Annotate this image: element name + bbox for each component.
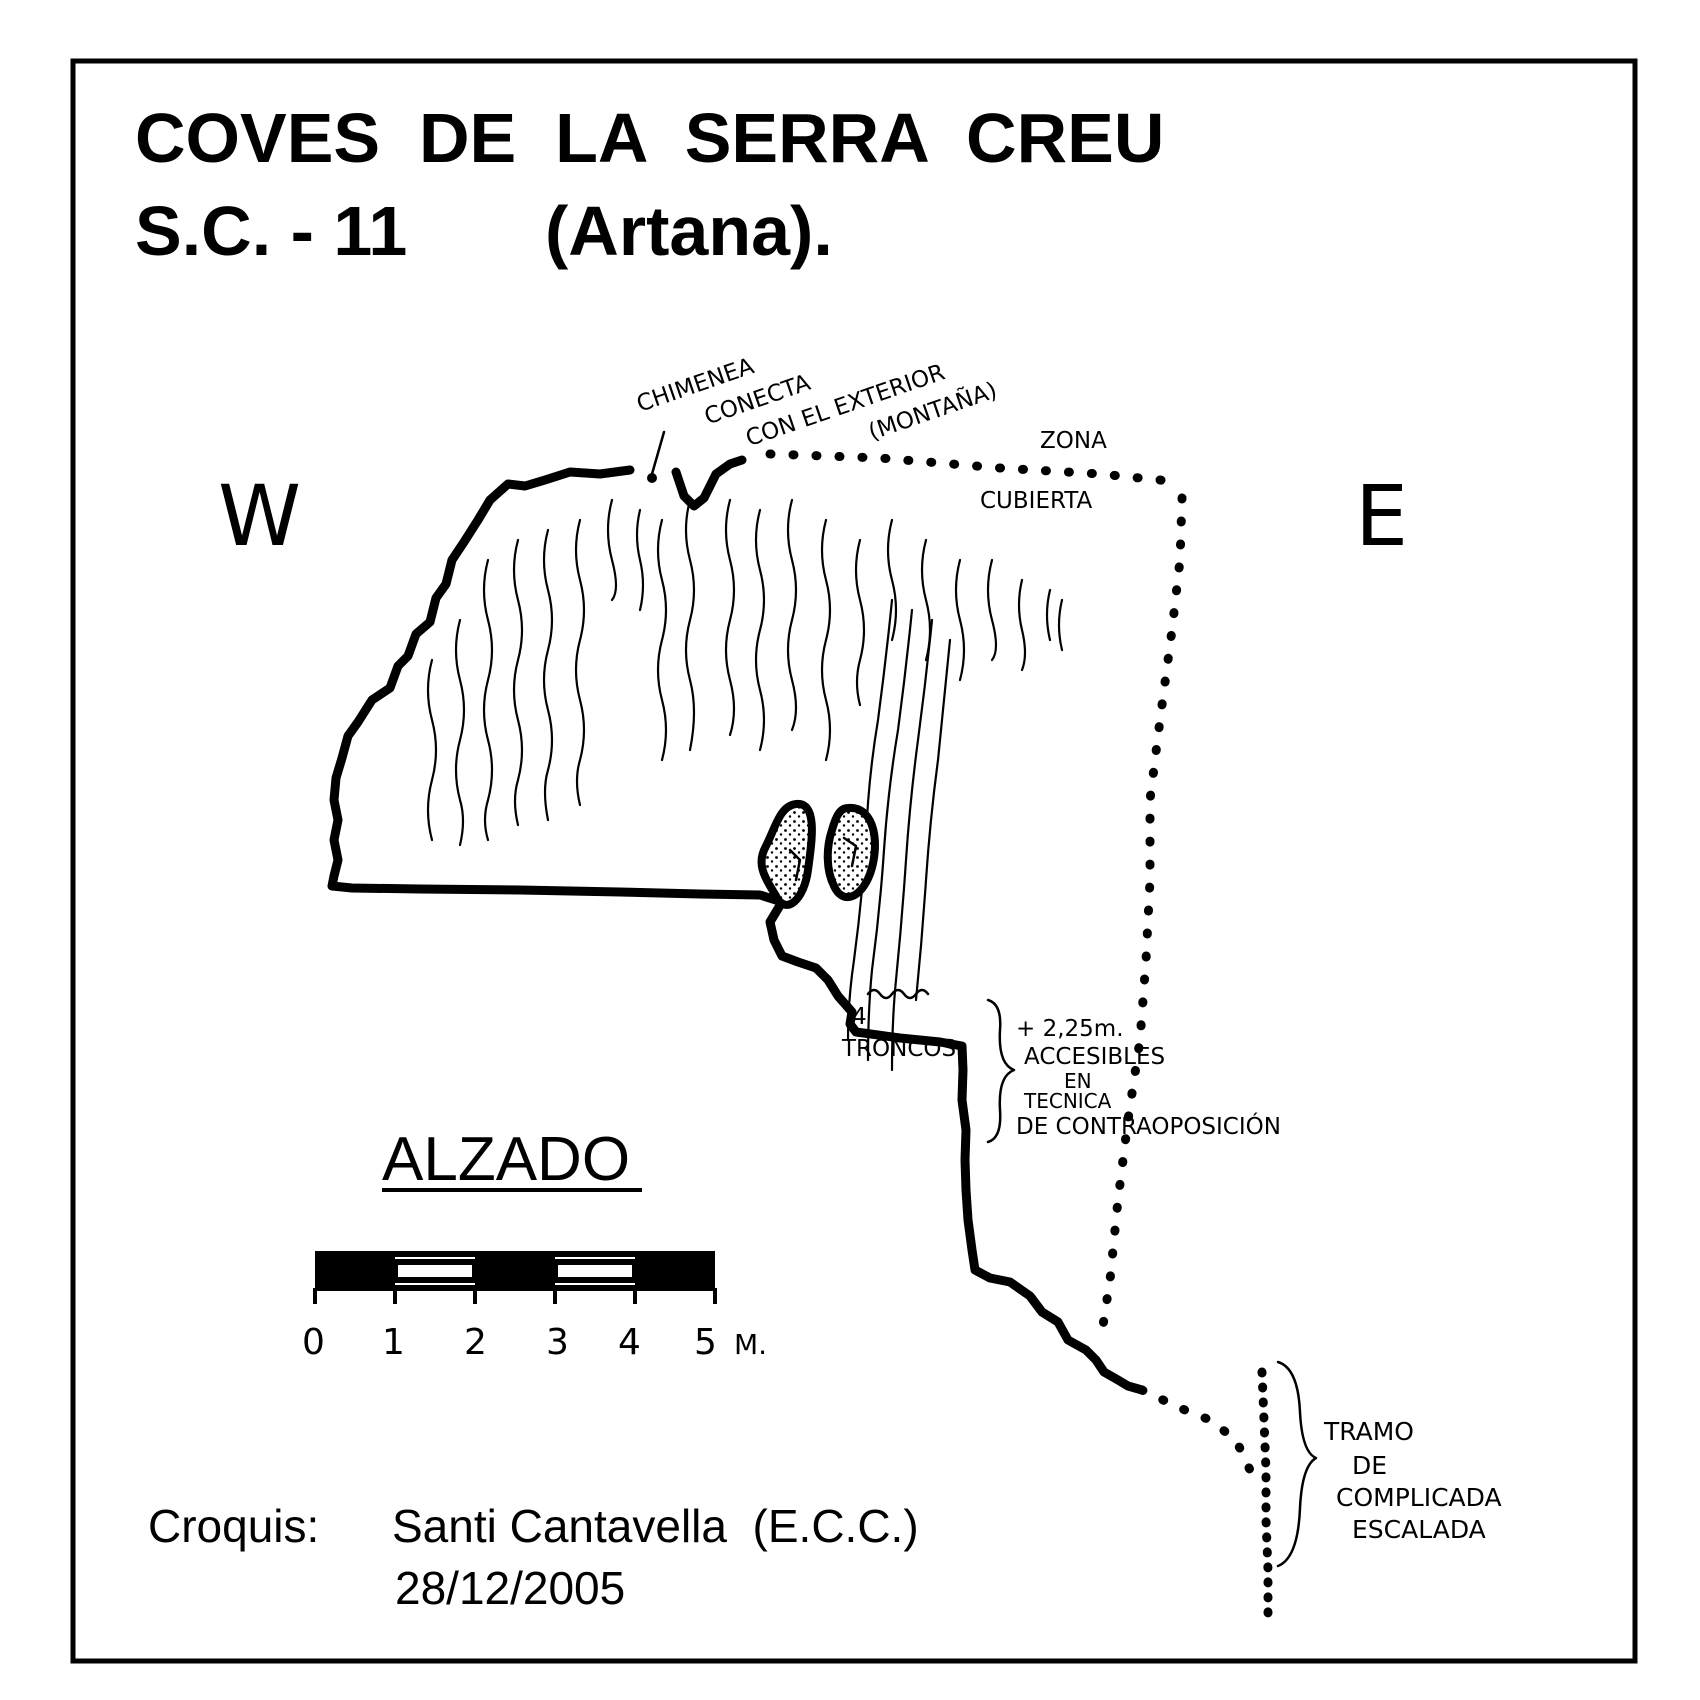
- covered-zone-label-2: CUBIERTA: [980, 488, 1093, 514]
- flowstone-hatching: [426, 498, 1064, 1072]
- contraoposicion-line2: ACCESIBLES: [1024, 1044, 1165, 1070]
- covered-zone-label: ZONA: [1040, 428, 1107, 454]
- credit-date: 28/12/2005: [395, 1562, 625, 1614]
- brace-tramo: [1276, 1360, 1318, 1568]
- scale-label-1: 1: [382, 1322, 405, 1363]
- chimney-notch: [671, 455, 747, 511]
- east-label: E: [1355, 467, 1408, 565]
- contraoposicion-line3: EN: [1064, 1069, 1092, 1093]
- credit-prefix: Croquis:: [148, 1500, 319, 1552]
- scale-label-2: 2: [464, 1322, 487, 1363]
- trunks-count: 4: [852, 1004, 867, 1030]
- contraoposicion-line4: TECNICA: [1023, 1089, 1112, 1113]
- cave-location: (Artana).: [545, 192, 833, 270]
- cave-wall: [327, 465, 1147, 1395]
- climbing-label-1: TRAMO: [1323, 1417, 1414, 1446]
- credit-author: Santi Cantavella (E.C.C.): [392, 1500, 919, 1552]
- outer-frame: [70, 58, 1638, 1664]
- scale-label-4: 4: [618, 1322, 641, 1363]
- covered-zone-outline: [765, 449, 1185, 487]
- chimney-point: [647, 473, 657, 483]
- climbing-label-4: ESCALADA: [1352, 1515, 1486, 1544]
- climbing-label-2: DE: [1352, 1451, 1387, 1480]
- cave-code: S.C. - 11: [135, 192, 407, 270]
- chimney-annotation: CHIMENEA CONECTA CON EL EXTERIOR (MONTAÑ…: [633, 353, 1000, 452]
- contraoposicion-line5: DE CONTRAOPOSICIÓN: [1016, 1112, 1281, 1140]
- boulder-right: [823, 804, 879, 901]
- scale-label-3: 3: [546, 1322, 569, 1363]
- east-dotted-wall: [1097, 493, 1187, 1337]
- contraoposicion-height: + 2,25m.: [1016, 1016, 1124, 1042]
- scale-label-0: 0: [302, 1322, 325, 1363]
- trunks-mark: [866, 988, 930, 1000]
- chimney-leader: [650, 430, 666, 476]
- scale-label-5: 5: [694, 1322, 717, 1363]
- scale-unit: M.: [734, 1328, 767, 1361]
- brace-contraoposicion: [986, 998, 1016, 1144]
- climbing-section-dotted: [1257, 1367, 1273, 1625]
- trunks-label: TRONCOS: [841, 1036, 956, 1062]
- page-title: COVES DE LA SERRA CREU: [135, 99, 1164, 177]
- boulder-left: [757, 800, 816, 909]
- climbing-label-3: COMPLICADA: [1336, 1483, 1502, 1512]
- west-label: W: [218, 467, 301, 565]
- scale-bar: [313, 1251, 717, 1304]
- view-label: ALZADO: [382, 1125, 630, 1194]
- lower-dotted-passage: [1137, 1385, 1255, 1475]
